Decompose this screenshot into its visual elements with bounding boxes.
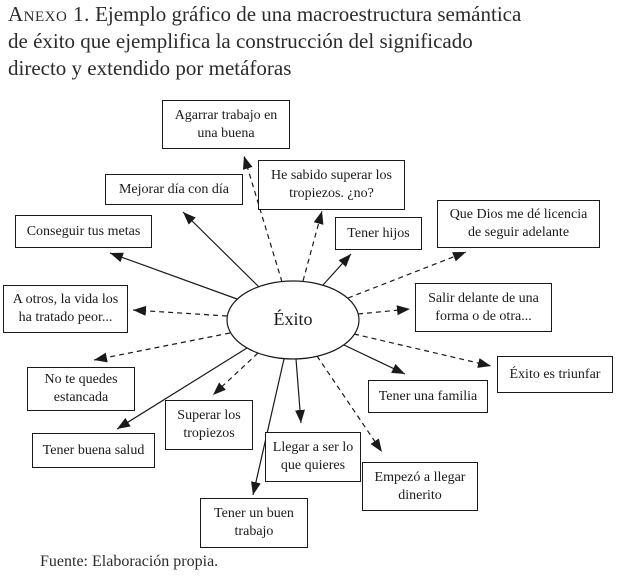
- arrow-no-te-quedes: [93, 332, 231, 363]
- arrow-agarrar-trabajo: [242, 155, 283, 283]
- title-line2: de éxito que ejemplifica la construcción…: [8, 29, 473, 53]
- arrow-tener-buen-trabajo: [251, 358, 285, 496]
- node-empezo-dinerito: Empezó a llegar dinerito: [362, 462, 478, 511]
- arrow-conseguir-metas: [109, 252, 238, 300]
- title-line1: Ejemplo gráfico de una macroestructura s…: [89, 2, 522, 26]
- source-note: Fuente: Elaboración propia.: [40, 553, 219, 570]
- node-exito-es-triunfar: Éxito es triunfar: [497, 356, 613, 393]
- node-tener-familia: Tener una familia: [368, 380, 488, 413]
- arrow-superar-tropiezos: [212, 352, 259, 396]
- arrow-tener-hijos: [322, 253, 352, 286]
- title-line3: directo y extendido por metáforas: [8, 56, 292, 80]
- arrow-a-otros-la-vida: [132, 305, 228, 317]
- node-conseguir-metas: Conseguir tus metas: [15, 215, 152, 248]
- center-node-exito: Éxito: [273, 309, 313, 329]
- page-title: Anexo 1. Ejemplo gráfico de una macroest…: [8, 1, 616, 82]
- node-mejorar-dia: Mejorar día con día: [105, 174, 243, 205]
- node-he-sabido-superar: He sabido superar los tropiezos. ¿no?: [258, 160, 405, 210]
- node-que-dios: Que Dios me dé licencia de seguir adelan…: [437, 200, 600, 248]
- arrow-llegar-a-ser: [295, 358, 305, 424]
- node-salir-delante: Salir delante de una forma o de otra...: [415, 283, 552, 332]
- center-ellipse: [226, 280, 360, 360]
- node-superar-tropiezos: Superar los tropiezos: [165, 400, 253, 450]
- title-anexo-label: Anexo 1.: [8, 2, 90, 26]
- arrow-mejorar-dia: [182, 211, 260, 288]
- arrow-que-dios: [347, 251, 467, 299]
- node-tener-hijos: Tener hijos: [335, 217, 422, 250]
- arrow-he-sabido-superar: [302, 210, 324, 282]
- connector-lines-layer: [93, 155, 492, 496]
- arrow-tener-familia: [343, 344, 406, 375]
- node-tener-buen-trabajo: Tener un buen trabajo: [200, 498, 308, 548]
- semantic-map-diagram: Éxito Agarrar trabajo en una buena Mejor…: [0, 90, 619, 555]
- node-llegar-a-ser: Llegar a ser lo que quieres: [265, 432, 361, 482]
- arrow-tener-buena-salud: [116, 347, 248, 430]
- node-tener-buena-salud: Tener buena salud: [32, 433, 155, 468]
- arrow-salir-delante: [357, 305, 411, 316]
- arrow-exito-es-triunfar: [353, 333, 492, 368]
- node-a-otros-la-vida: A otros, la vida los ha tratado peor...: [3, 285, 128, 333]
- arrow-empezo-dinerito: [316, 355, 383, 453]
- node-no-te-quedes: No te quedes estancada: [27, 367, 135, 411]
- node-agarrar-trabajo: Agarrar trabajo en una buena: [162, 100, 290, 149]
